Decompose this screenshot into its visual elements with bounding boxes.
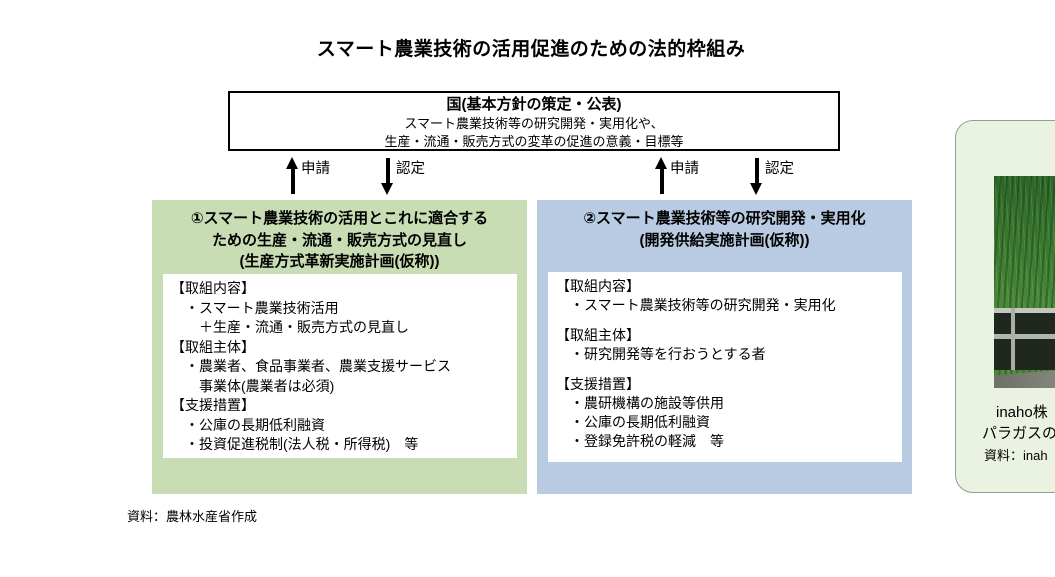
detail-line: ・公庫の長期低利融資: [556, 414, 710, 430]
down-arrow-icon: [750, 157, 763, 195]
detail-line: ・投資促進税制(法人税・所得税) 等: [171, 436, 419, 452]
national-box-line: 生産・流通・販売方式の変革の促進の意義・目標等: [384, 134, 684, 149]
detail-line: 【取組内容】: [171, 280, 255, 296]
apply-label: 申請: [301, 161, 330, 177]
detail-line: ・スマート農業技術等の研究開発・実用化: [556, 297, 836, 313]
photo-caption-line: パラガスの: [982, 425, 1055, 442]
detail-line: ・登録免許税の軽減 等: [556, 433, 724, 449]
photo-caption-line: inaho株: [996, 404, 1048, 421]
detail-line: ・スマート農業技術活用: [171, 299, 339, 316]
asparagus-photo: [994, 176, 1055, 388]
photo-source-note: 資料：inah: [984, 448, 1048, 463]
panel-title-line: (開発供給実施計画(仮称)): [639, 231, 810, 249]
panel-title: ①スマート農業技術の活用とこれに適合する ための生産・流通・販売方式の見直し (…: [152, 200, 527, 273]
detail-line: 【取組主体】: [556, 327, 640, 343]
page-title: スマート農業技術の活用促進のための法的枠組み: [316, 39, 746, 60]
certify-arrow-left: 認定: [381, 157, 425, 195]
source-note: 資料：農林水産省作成: [127, 509, 258, 524]
up-arrow-icon: [655, 157, 668, 195]
panel-title-line: ①スマート農業技術の活用とこれに適合する: [190, 210, 489, 227]
panel-title-line: ②スマート農業技術等の研究開発・実用化: [583, 210, 866, 227]
panel-title-line: ための生産・流通・販売方式の見直し: [211, 231, 467, 249]
down-arrow-icon: [381, 157, 394, 195]
detail-line: 【取組主体】: [171, 338, 255, 355]
detail-line: ・農研機構の施設等供用: [556, 395, 724, 411]
detail-line: ＋生産・流通・販売方式の見直し: [171, 319, 409, 335]
panel-detail-box: 【取組内容】 ・スマート農業技術等の研究開発・実用化 【取組主体】 ・研究開発等…: [548, 272, 902, 462]
production-innovation-panel: ①スマート農業技術の活用とこれに適合する ための生産・流通・販売方式の見直し (…: [152, 200, 527, 494]
detail-line: 【支援措置】: [171, 397, 255, 413]
field-fence: [994, 308, 1055, 370]
national-box-heading: 国(基本方針の策定・公表): [446, 96, 622, 113]
apply-arrow-right: 申請: [655, 157, 699, 195]
panel-title-line: (生産方式革新実施計画(仮称)): [239, 253, 440, 270]
panel-detail-box: 【取組内容】 ・スマート農業技術活用 ＋生産・流通・販売方式の見直し 【取組主体…: [163, 274, 517, 458]
certify-arrow-right: 認定: [750, 157, 794, 195]
detail-line: ・公庫の長期低利融資: [171, 416, 325, 433]
panel-title: ②スマート農業技術等の研究開発・実用化 (開発供給実施計画(仮称)): [537, 200, 912, 251]
detail-line: ・農業者、食品事業者、農業支援サービス: [171, 358, 451, 374]
national-box-line: スマート農業技術等の研究開発・実用化や、: [404, 116, 664, 131]
apply-arrow-left: 申請: [286, 157, 330, 195]
development-supply-panel: ②スマート農業技術等の研究開発・実用化 (開発供給実施計画(仮称)) 【取組内容…: [537, 200, 912, 494]
apply-label: 申請: [670, 161, 699, 177]
national-gov-box: 国(基本方針の策定・公表) スマート農業技術等の研究開発・実用化や、 生産・流通…: [228, 91, 840, 151]
detail-line: 【支援措置】: [556, 376, 640, 392]
up-arrow-icon: [286, 157, 299, 195]
certify-label: 認定: [765, 161, 794, 177]
photo-card: inaho株 パラガスの 資料：inah: [955, 120, 1055, 493]
certify-label: 認定: [396, 161, 425, 177]
detail-line: ・研究開発等を行おうとする者: [556, 346, 766, 362]
detail-line: 事業体(農業者は必須): [171, 377, 335, 394]
detail-line: 【取組内容】: [556, 278, 640, 294]
